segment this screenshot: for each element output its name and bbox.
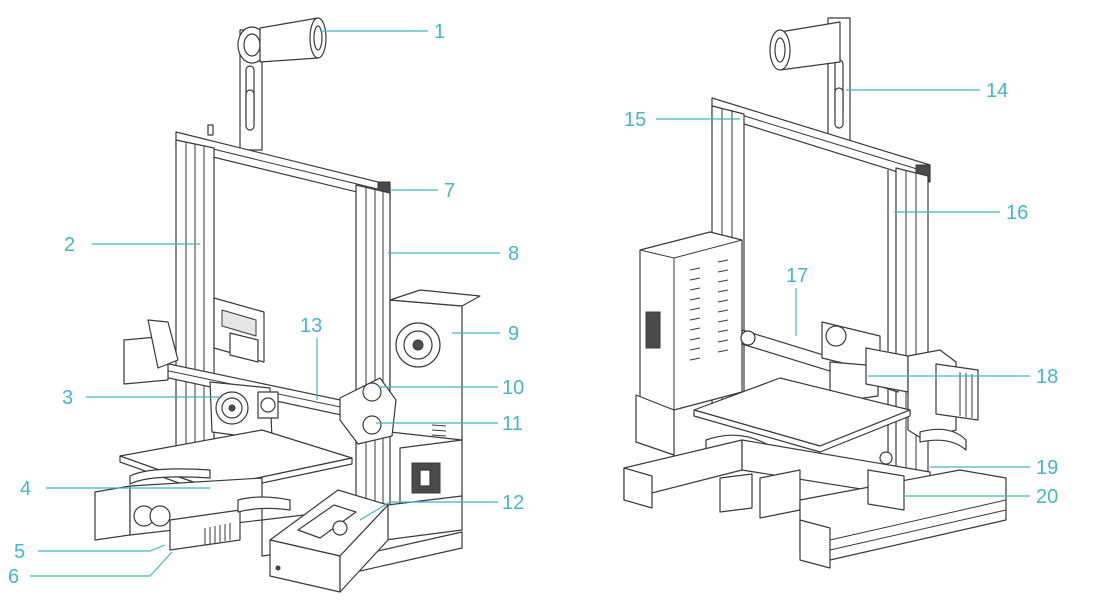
callout-14: 14 (986, 80, 1008, 102)
rear-view-printer (623, 17, 1007, 569)
callout-20: 20 (1036, 486, 1058, 508)
callout-7: 7 (444, 180, 455, 202)
callout-12: 12 (502, 492, 524, 514)
front-view-printer (94, 17, 481, 593)
x-axis-wheel (362, 382, 382, 402)
callout-leaders (30, 30, 1030, 577)
callout-15: 15 (624, 109, 646, 131)
extruder-motor (935, 363, 979, 421)
callout-9: 9 (508, 323, 519, 345)
callout-6: 6 (8, 566, 19, 588)
z-carriage-plate (339, 377, 397, 445)
callout-10: 10 (502, 377, 524, 399)
callout-18: 18 (1036, 366, 1058, 388)
y-axis-wheel (149, 505, 171, 527)
z-axis-motor (867, 469, 905, 511)
callout-2: 2 (64, 234, 75, 256)
base-front-left (94, 485, 131, 541)
callout-1: 1 (434, 21, 445, 43)
callout-5: 5 (14, 541, 25, 563)
leader-12 (359, 501, 498, 521)
callout-numbers: 1 2 3 4 5 6 7 8 9 10 11 12 13 14 15 16 1… (8, 21, 1058, 588)
callout-11: 11 (502, 413, 523, 435)
callout-19: 19 (1036, 457, 1058, 479)
right-z-upright (355, 184, 391, 521)
leader-6 (30, 551, 173, 577)
z-coupler (879, 451, 893, 465)
callout-17: 17 (786, 265, 808, 287)
power-supply (389, 299, 463, 441)
callout-13: 13 (300, 315, 322, 337)
y-axis-motor (719, 473, 753, 513)
spool-holder-tube (259, 17, 319, 63)
control-knob (332, 520, 348, 536)
callout-3: 3 (62, 387, 73, 409)
callout-8: 8 (508, 243, 519, 265)
callout-16: 16 (1006, 202, 1028, 224)
rear-right-upright (895, 167, 929, 509)
leader-5 (38, 544, 166, 552)
callout-4: 4 (20, 478, 31, 500)
